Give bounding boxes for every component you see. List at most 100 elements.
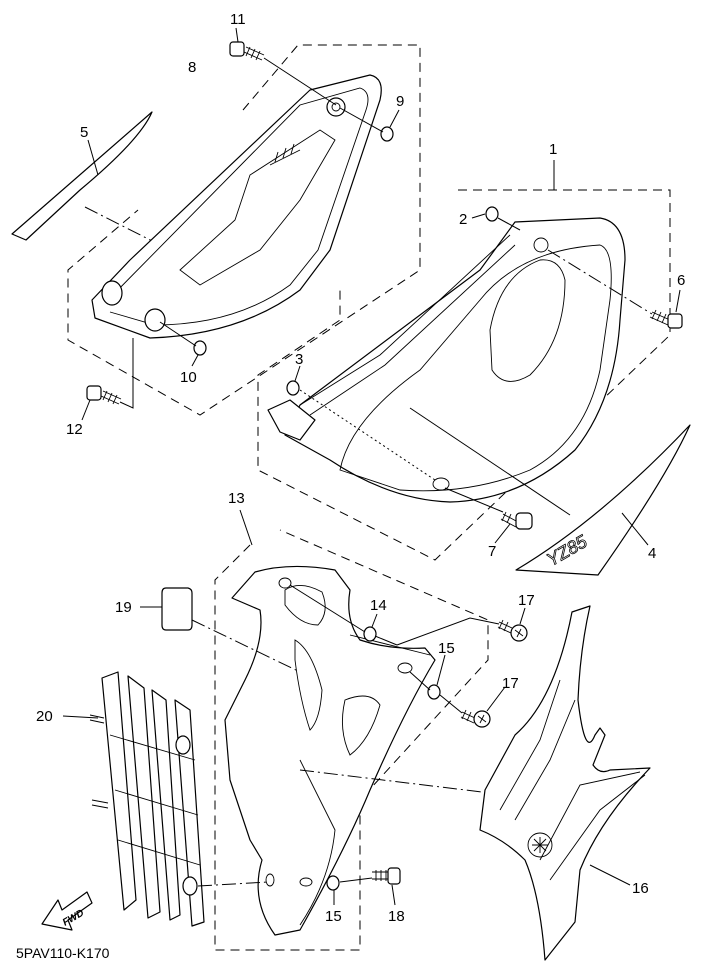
group-boundary-right (257, 189, 671, 561)
leader-line-18 (391, 884, 396, 906)
part-14-collar[interactable] (363, 626, 377, 642)
callout-3[interactable]: 3 (295, 351, 303, 368)
screw-17b-cross (477, 714, 487, 724)
callout-12[interactable]: 12 (66, 421, 83, 438)
part-18-bolt[interactable] (372, 867, 401, 885)
part-2-grommet[interactable] (485, 206, 499, 222)
part-1-top-rail (299, 234, 516, 416)
part-1-side-cover[interactable] (284, 217, 626, 503)
leader-line-9 (389, 109, 400, 128)
screw-17a-cross (514, 628, 524, 638)
part-9-grommet[interactable] (380, 126, 394, 142)
callout-13[interactable]: 13 (228, 490, 245, 507)
guard-stud-top (89, 714, 105, 724)
bolt-12-shank (100, 390, 122, 405)
axis-line-16 (299, 769, 483, 793)
group-boundary-left (67, 44, 421, 416)
callout-18[interactable]: 18 (388, 908, 405, 925)
axis-line-17a (374, 635, 398, 646)
callout-15b[interactable]: 15 (325, 908, 342, 925)
axis-line-15a (409, 671, 431, 691)
leader-line-14 (371, 613, 378, 628)
part-20-radiator-guard[interactable] (89, 671, 205, 927)
callout-8[interactable]: 8 (188, 59, 196, 76)
callout-17a[interactable]: 17 (518, 592, 535, 609)
callout-9[interactable]: 9 (396, 93, 404, 110)
part-8-slot (179, 129, 336, 286)
part-8-side-cover[interactable] (91, 74, 382, 339)
leader-line-3 (294, 365, 301, 382)
bolt-18-shank (372, 870, 388, 881)
callout-11[interactable]: 11 (230, 11, 246, 28)
part-1-hole-bottom (432, 477, 450, 491)
group-left-side-cover (11, 27, 421, 421)
axis-line-9 (339, 107, 384, 133)
part-5-graphic[interactable] (11, 111, 153, 241)
part-6-bolt[interactable] (649, 309, 683, 329)
axis-line-2 (497, 217, 521, 231)
bolt-18-head (387, 867, 401, 885)
group-radiator-guard (62, 671, 269, 927)
part-15b-collar[interactable] (326, 875, 340, 891)
guard-crossbars (109, 734, 201, 866)
axis-line-15b (339, 877, 373, 883)
part-16-tuning-fork-glyph (532, 837, 548, 853)
part-1-window (489, 259, 566, 382)
part-3-grommet[interactable] (286, 380, 300, 396)
leader-line-4 (621, 512, 649, 546)
callout-1[interactable]: 1 (549, 141, 557, 158)
part-4-graphic[interactable] (515, 424, 691, 576)
part-12-bolt[interactable] (86, 385, 122, 405)
callout-20[interactable]: 20 (36, 708, 53, 725)
part-15a-collar[interactable] (427, 684, 441, 700)
fwd-arrow: FWD (41, 891, 93, 931)
callout-16[interactable]: 16 (632, 880, 649, 897)
part-13-vent-upper (284, 585, 326, 626)
bolt-12-head (86, 385, 102, 401)
bolt-7-head (515, 512, 533, 530)
callout-5[interactable]: 5 (80, 124, 88, 141)
guard-mount-bottom (182, 876, 198, 896)
callout-17b[interactable]: 17 (502, 675, 519, 692)
part-16-tuning-fork-logo (527, 832, 553, 858)
callout-19[interactable]: 19 (115, 599, 132, 616)
part-13-air-scoop[interactable] (224, 565, 436, 936)
part-16-graphic[interactable] (479, 605, 651, 961)
screw-17a-shank (497, 619, 513, 634)
part-13-hole-bottom2 (299, 877, 313, 887)
axis-line-10 (159, 321, 197, 347)
callout-6[interactable]: 6 (677, 272, 685, 289)
callout-10[interactable]: 10 (180, 369, 197, 386)
axis-line-3 (299, 389, 436, 481)
callout-14[interactable]: 14 (370, 597, 387, 614)
leader-line-12 (81, 399, 91, 421)
callout-2[interactable]: 2 (459, 211, 467, 228)
part-17b-screw[interactable] (460, 709, 491, 728)
part-11-bolt[interactable] (229, 41, 265, 61)
leader-line-16 (589, 864, 631, 886)
callout-15a[interactable]: 15 (438, 640, 455, 657)
leader-line-10 (191, 354, 199, 367)
leader-line-13 (239, 509, 253, 546)
group-right-side-cover: YZ85 (257, 160, 691, 576)
bolt-6-shank (649, 309, 671, 326)
diagram-code: 5PAV110-K170 (16, 945, 110, 961)
group-damper (140, 587, 301, 673)
leader-line-15a (436, 654, 446, 686)
leader-line-17a (519, 607, 526, 625)
part-1-inner-panel (339, 244, 612, 492)
part-13-vent-middle (294, 639, 323, 731)
axis-line-19 (191, 619, 301, 673)
part-19-damper[interactable] (161, 587, 193, 631)
part-10-grommet[interactable] (193, 340, 207, 356)
guard-bar-2 (127, 675, 161, 919)
callout-7[interactable]: 7 (488, 543, 496, 560)
group-air-scoop (214, 509, 651, 961)
part-1-front-tab (267, 399, 316, 441)
axis-line-17b (439, 694, 463, 714)
leader-line-6 (675, 289, 681, 313)
callout-4[interactable]: 4 (648, 545, 656, 562)
part-13-hole-right (397, 662, 413, 674)
part-7-bolt[interactable] (500, 511, 533, 530)
part-17a-screw[interactable] (497, 619, 528, 642)
